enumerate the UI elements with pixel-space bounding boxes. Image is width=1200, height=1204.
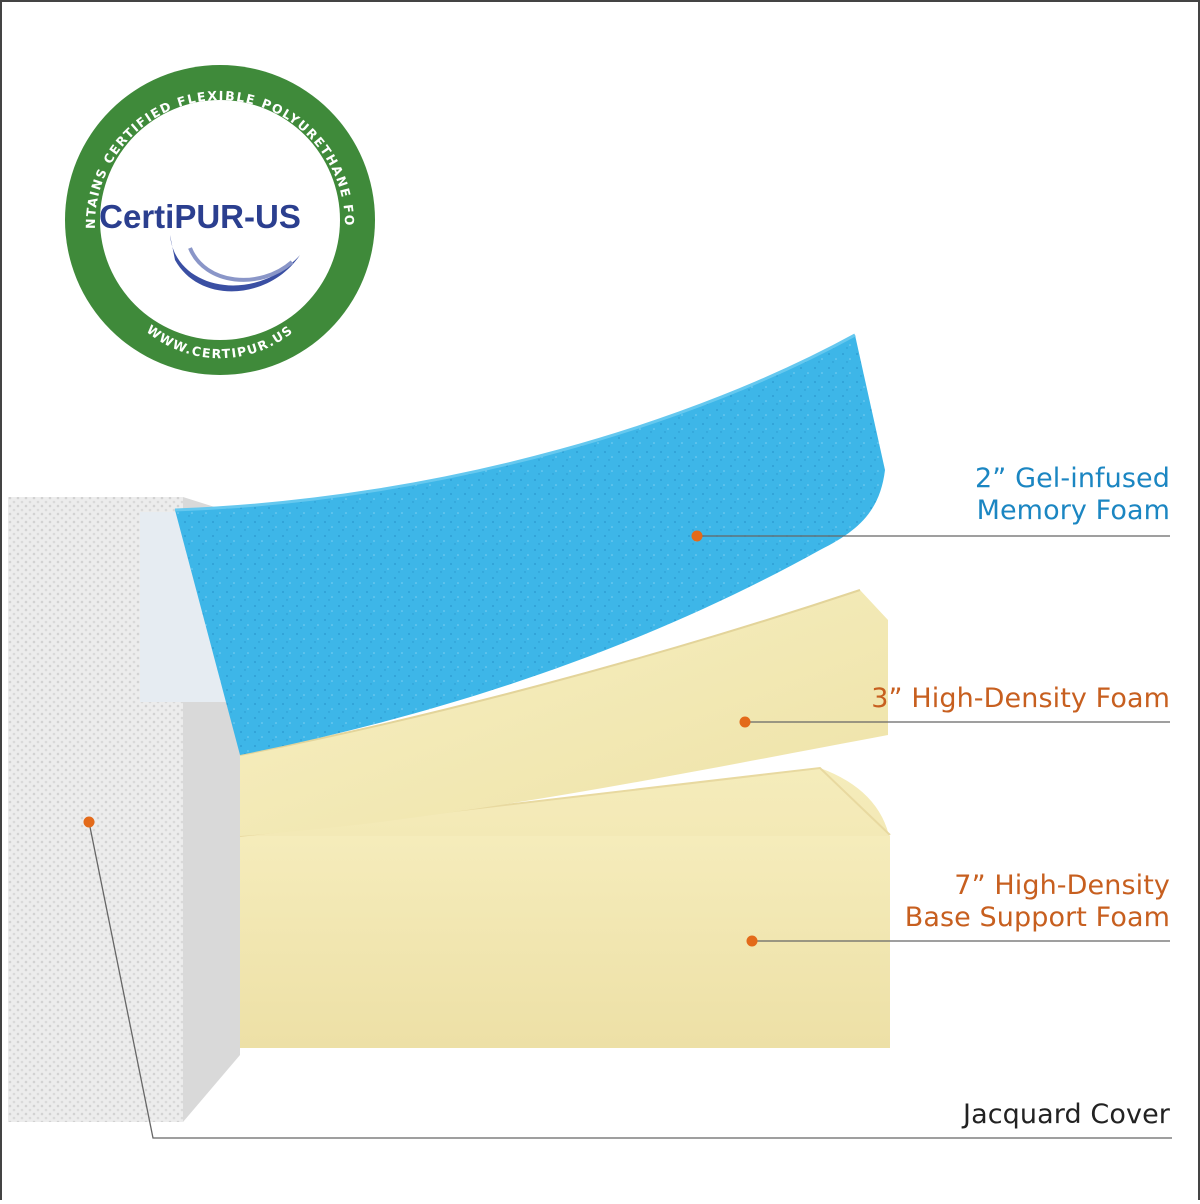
gel-foam-layer: [174, 333, 885, 755]
base-foam-front: [240, 836, 890, 1048]
seal-center: [100, 100, 340, 340]
gel-foam-marker: [691, 530, 703, 542]
base-foam-layer: [239, 766, 891, 1048]
seal-swoosh-light: [188, 247, 294, 282]
label-gel-foam-line1: 2” Gel-infused: [975, 463, 1170, 494]
label-cover: Jacquard Cover: [963, 1099, 1170, 1131]
label-middle-foam-line1: 3” High-Density Foam: [871, 683, 1170, 714]
label-middle-foam: 3” High-Density Foam: [871, 683, 1170, 715]
jacquard-cover: [8, 497, 240, 1122]
cover-leader: [88, 821, 1172, 1139]
cover-marker: [83, 816, 95, 828]
middle-foam-top-edge: [239, 589, 861, 756]
callouts: [83, 530, 1172, 1139]
gel-foam-top-edge: [174, 333, 856, 512]
gel-foam-body: [175, 335, 885, 755]
label-gel-foam: 2” Gel-infused Memory Foam: [975, 463, 1170, 527]
label-cover-line1: Jacquard Cover: [963, 1099, 1170, 1130]
middle-foam-body: [240, 590, 888, 836]
label-gel-foam-line2: Memory Foam: [976, 495, 1170, 526]
label-base-foam-line1: 7” High-Density: [954, 870, 1170, 901]
label-base-foam: 7” High-Density Base Support Foam: [905, 870, 1170, 934]
middle-foam-layer: [239, 589, 888, 836]
certipur-logo-text: CertiPUR-US: [99, 198, 301, 235]
label-base-foam-line2: Base Support Foam: [904, 902, 1170, 933]
middle-foam-marker: [739, 716, 751, 728]
base-foam-marker: [746, 935, 758, 947]
